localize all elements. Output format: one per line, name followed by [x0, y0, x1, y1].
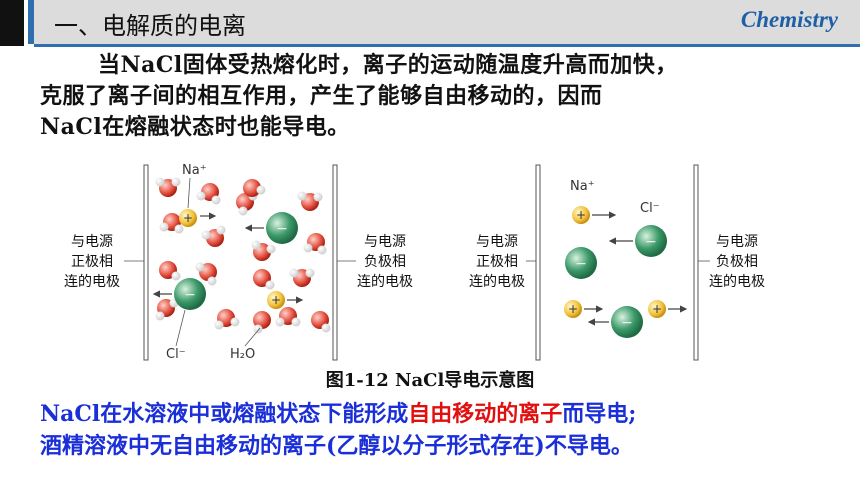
cl-ion: − — [174, 278, 206, 310]
svg-text:−: − — [621, 315, 633, 331]
na-label: Na⁺ — [570, 179, 595, 194]
water-molecules — [155, 177, 331, 334]
svg-text:+: + — [652, 302, 662, 316]
subject-label: Chemistry — [740, 7, 838, 32]
na-ion: + — [648, 300, 666, 318]
anode-caption: 与电源 正极相 连的电极 — [64, 234, 120, 290]
cl-ion: − — [565, 247, 597, 279]
caption-line: 连的电极 — [357, 274, 413, 290]
cl-label: Cl⁻ — [166, 347, 186, 362]
caption-line: 连的电极 — [64, 274, 120, 290]
svg-text:−: − — [276, 221, 288, 237]
water-label: H₂O — [230, 347, 255, 362]
caption-line: 与电源 — [716, 234, 758, 250]
corner-block — [0, 0, 24, 46]
paragraph-line: 克服了离子间的相互作用，产生了能够自由移动的，因而 — [40, 83, 603, 109]
svg-text:+: + — [271, 293, 281, 307]
svg-text:+: + — [576, 208, 586, 222]
svg-text:−: − — [575, 256, 587, 272]
conclusion-part: NaCl在水溶液中或熔融状态下能形成 — [40, 401, 409, 427]
label-leader — [187, 177, 191, 209]
caption-line: 负极相 — [364, 254, 406, 270]
conduction-figure: + + − − Na⁺ Cl⁻ H₂O 与电源 正极相 连的电极 与电源 负极相… — [64, 163, 765, 362]
paragraph-line: NaCl在熔融状态时也能导电。 — [40, 114, 350, 140]
na-ion: + — [179, 209, 197, 227]
conclusion-part: 而导电; — [562, 401, 637, 427]
svg-text:+: + — [183, 211, 193, 225]
caption-line: 连的电极 — [709, 274, 765, 290]
right-panel-cathode — [693, 164, 699, 361]
paragraph-line: 当NaCl固体受热熔化时，离子的运动随温度升高而加快， — [98, 52, 678, 78]
figure-caption: 图1-12 NaCl导电示意图 — [325, 370, 535, 391]
caption-line: 与电源 — [476, 234, 518, 250]
conclusion-text: NaCl在水溶液中或熔融状态下能形成自由移动的离子而导电; 酒精溶液中无自由移动… — [40, 398, 840, 462]
cathode-caption: 与电源 负极相 连的电极 — [709, 234, 765, 290]
anode-caption: 与电源 正极相 连的电极 — [469, 234, 525, 290]
caption-line: 正极相 — [476, 254, 518, 270]
header-divider — [34, 44, 860, 47]
cathode-caption: 与电源 负极相 连的电极 — [357, 234, 413, 290]
caption-line: 与电源 — [71, 234, 113, 250]
section-title: 一、电解质的电离 — [54, 12, 246, 40]
right-panel-anode — [535, 164, 541, 361]
caption-line: 与电源 — [364, 234, 406, 250]
na-ion: + — [572, 206, 590, 224]
cl-label: Cl⁻ — [640, 201, 660, 216]
cl-ion: − — [635, 225, 667, 257]
label-leader — [175, 309, 186, 347]
highlight-term: 自由移动的离子 — [408, 401, 563, 427]
caption-line: 连的电极 — [469, 274, 525, 290]
left-panel-anode — [143, 164, 149, 361]
svg-text:+: + — [568, 302, 578, 316]
conclusion-line: NaCl在水溶液中或熔融状态下能形成自由移动的离子而导电; — [40, 398, 840, 430]
intro-paragraph: 当NaCl固体受热熔化时，离子的运动随温度升高而加快， 克服了离子间的相互作用，… — [40, 50, 830, 143]
label-leader — [244, 327, 261, 347]
svg-text:−: − — [184, 287, 196, 303]
na-label: Na⁺ — [182, 163, 207, 178]
left-panel-cathode — [332, 164, 338, 361]
caption-line: 负极相 — [716, 254, 758, 270]
na-ion: + — [267, 291, 285, 309]
na-ion: + — [564, 300, 582, 318]
caption-line: 正极相 — [71, 254, 113, 270]
conclusion-line: 酒精溶液中无自由移动的离子(乙醇以分子形式存在)不导电。 — [40, 433, 633, 459]
section-header: 一、电解质的电离 Chemistry — [28, 0, 860, 44]
svg-text:−: − — [645, 234, 657, 250]
cl-ion: − — [611, 306, 643, 338]
cl-ion: − — [266, 212, 298, 244]
